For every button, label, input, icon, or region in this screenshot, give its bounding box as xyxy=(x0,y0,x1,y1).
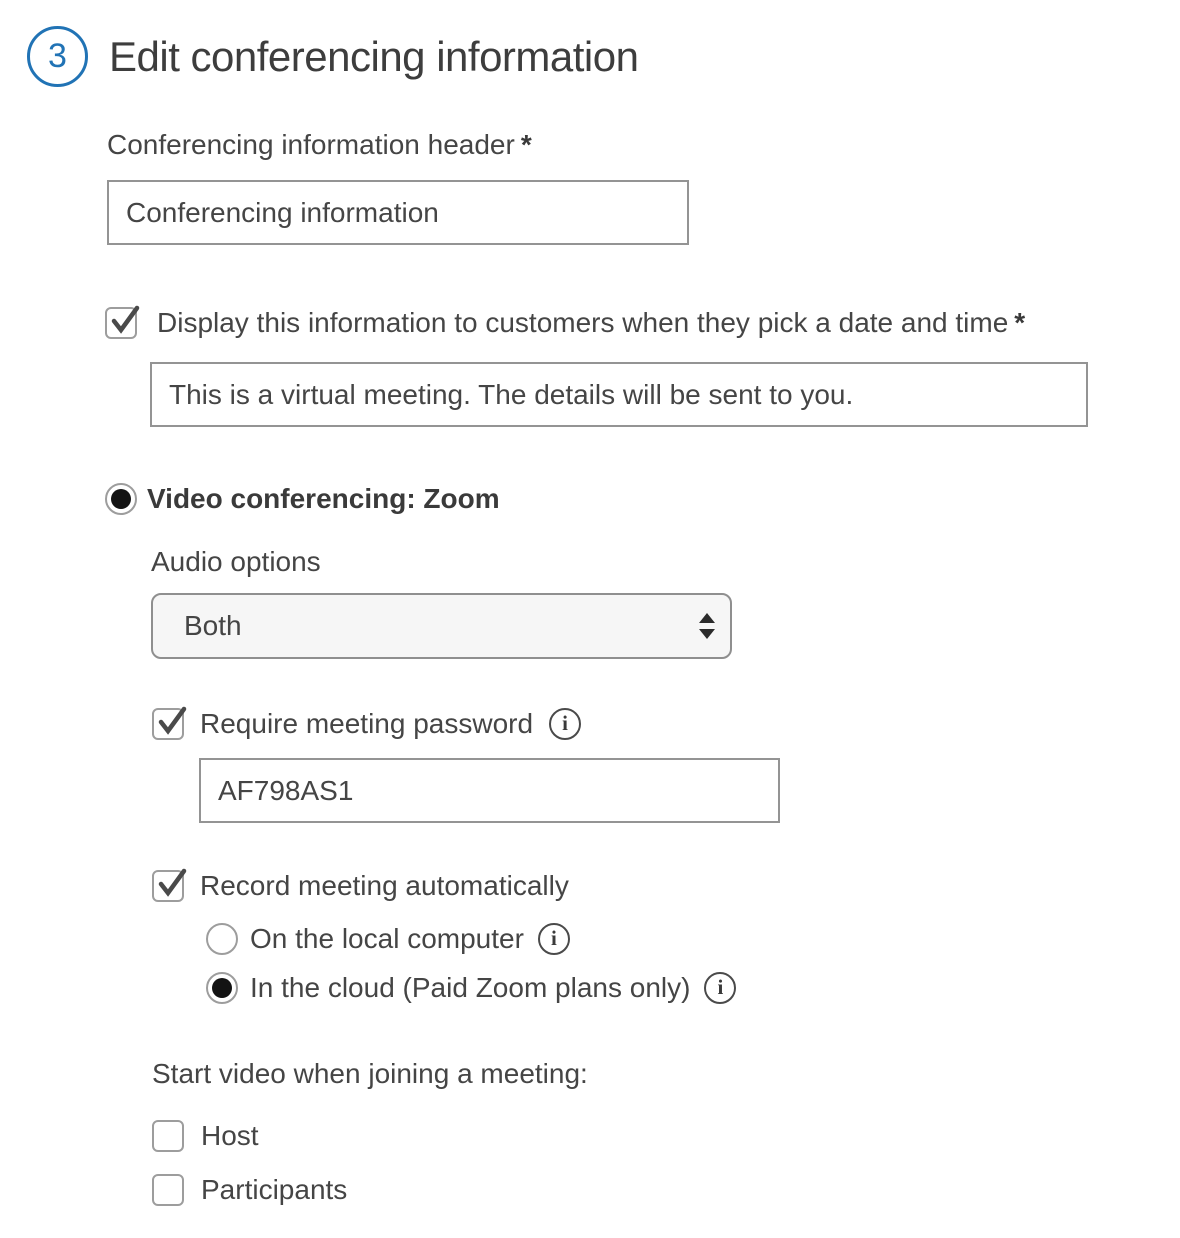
record-local-label: On the local computer xyxy=(250,923,524,954)
host-checkbox[interactable] xyxy=(152,1120,184,1152)
start-video-label: Start video when joining a meeting: xyxy=(152,1058,588,1089)
conferencing-header-input[interactable] xyxy=(107,180,689,245)
require-password-label: Require meeting password xyxy=(200,708,534,739)
checkmark-icon xyxy=(158,706,187,735)
display-info-label: Display this information to customers wh… xyxy=(157,307,1025,339)
select-spinner-icon xyxy=(699,613,715,639)
audio-options-selected-value: Both xyxy=(184,610,242,641)
conferencing-form: Conferencing information header* Display… xyxy=(105,129,1180,1206)
info-glyph: i xyxy=(562,710,568,735)
required-marker: * xyxy=(520,129,532,160)
record-local-radio[interactable] xyxy=(206,923,238,955)
require-password-row: Require meeting password i xyxy=(152,706,1180,740)
required-marker: * xyxy=(1014,307,1026,338)
arrow-down-icon xyxy=(699,629,715,639)
record-cloud-info-icon[interactable]: i xyxy=(704,972,737,1004)
page-title: Edit conferencing information xyxy=(109,32,639,80)
audio-options-select[interactable]: Both xyxy=(151,593,732,659)
participants-label: Participants xyxy=(201,1174,348,1205)
header-field-label: Conferencing information header* xyxy=(107,129,1180,161)
record-local-row: On the local computer i xyxy=(206,923,1180,955)
step-number-badge: 3 xyxy=(27,26,88,87)
info-glyph: i xyxy=(551,925,557,950)
record-meeting-checkbox[interactable] xyxy=(152,868,187,902)
record-cloud-radio[interactable] xyxy=(206,972,238,1004)
zoom-settings-section: Audio options Both Require meeting passw… xyxy=(151,546,1180,1206)
record-cloud-label: In the cloud (Paid Zoom plans only) xyxy=(250,972,691,1003)
record-local-info-icon[interactable]: i xyxy=(537,923,570,955)
header-field-label-text: Conferencing information header xyxy=(107,129,515,160)
step-header: 3 Edit conferencing information xyxy=(27,26,1180,87)
video-conferencing-radio[interactable] xyxy=(105,483,137,515)
password-info-icon[interactable]: i xyxy=(549,708,582,740)
step-number: 3 xyxy=(48,37,67,75)
info-glyph: i xyxy=(717,974,724,999)
record-location-options: On the local computer i In the cloud (Pa… xyxy=(206,923,1180,1004)
video-conferencing-row: Video conferencing: Zoom xyxy=(105,483,1180,515)
participants-checkbox[interactable] xyxy=(152,1174,184,1206)
audio-options-label: Audio options xyxy=(151,546,321,577)
record-meeting-row: Record meeting automatically xyxy=(152,868,1180,902)
arrow-up-icon xyxy=(699,613,715,623)
display-info-label-text: Display this information to customers wh… xyxy=(157,307,1009,338)
require-password-checkbox[interactable] xyxy=(152,706,187,740)
checkmark-icon xyxy=(111,305,140,334)
record-cloud-row: In the cloud (Paid Zoom plans only) i xyxy=(206,972,1180,1004)
start-video-participants-row: Participants xyxy=(152,1174,1180,1206)
record-meeting-label: Record meeting automatically xyxy=(200,870,569,901)
meeting-password-input[interactable] xyxy=(199,758,780,823)
checkmark-icon xyxy=(158,868,187,897)
video-conferencing-label: Video conferencing: Zoom xyxy=(147,483,500,514)
display-info-checkbox[interactable] xyxy=(105,305,140,339)
display-info-row: Display this information to customers wh… xyxy=(105,305,1180,339)
start-video-host-row: Host xyxy=(152,1120,1180,1152)
host-label: Host xyxy=(201,1120,259,1151)
display-info-input[interactable] xyxy=(150,362,1088,427)
edit-conferencing-panel: 3 Edit conferencing information Conferen… xyxy=(27,26,1180,1206)
